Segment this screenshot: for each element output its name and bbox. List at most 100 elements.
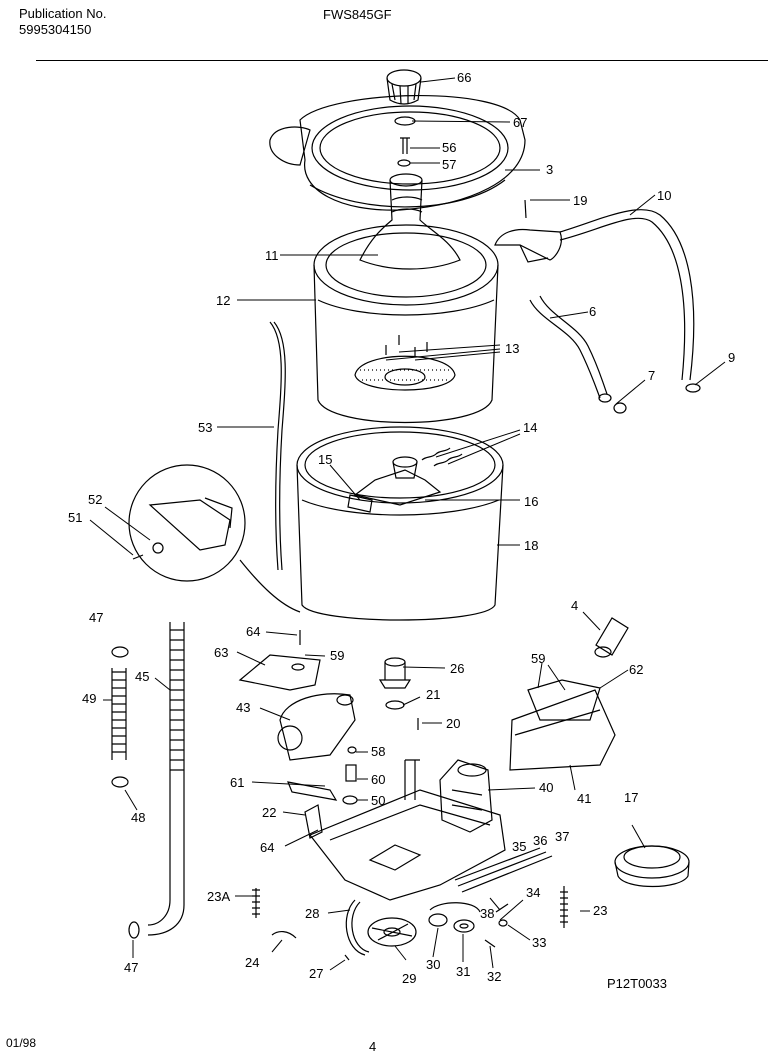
drain-hose-6: [529, 295, 627, 414]
pressure-tube: [269, 321, 286, 571]
part-24: [271, 931, 297, 939]
springs-14: [421, 447, 463, 467]
callout-19: 19: [573, 193, 587, 208]
callout-11: 11: [265, 248, 279, 263]
page-number: 4: [369, 1039, 377, 1054]
callout-34: 34: [526, 885, 540, 900]
brake-30: [428, 902, 481, 927]
bracket-63: [238, 654, 321, 691]
callout-63: 63: [214, 645, 228, 660]
washer-21: [385, 700, 405, 710]
callout-29: 29: [402, 971, 416, 986]
drain-hose-45: [147, 622, 185, 936]
fill-hose: [559, 209, 701, 393]
callout-26: 26: [450, 661, 464, 676]
callout-35: 35: [512, 839, 526, 854]
callout-58: 58: [371, 744, 385, 759]
callout-49: 49: [82, 691, 96, 706]
callout-21: 21: [426, 687, 440, 702]
callout-62: 62: [629, 662, 643, 677]
callout-23: 23: [593, 903, 607, 918]
motor-40: [439, 759, 493, 833]
callout-38: 38: [480, 906, 494, 921]
pulley-17: [614, 845, 690, 888]
callout-12: 12: [216, 293, 230, 308]
callout-24: 24: [245, 955, 259, 970]
spring-23: [560, 886, 568, 928]
tub-cover: [269, 95, 526, 211]
callout-13: 13: [505, 341, 519, 356]
publication-number: 5995304150: [19, 22, 92, 37]
pump-43: [277, 693, 356, 761]
model-number: FWS845GF: [323, 7, 392, 22]
cover-41: [509, 689, 616, 771]
leader-lines: [89, 77, 726, 971]
callout-10: 10: [657, 188, 671, 203]
callout-45: 45: [135, 669, 149, 684]
callout-28: 28: [305, 906, 319, 921]
tub-gasket-assembly: [353, 456, 442, 506]
callout-4: 4: [571, 598, 578, 613]
callout-41: 41: [577, 791, 591, 806]
callout-9: 9: [728, 350, 735, 365]
callout-3: 3: [546, 162, 553, 177]
callout-61: 61: [230, 775, 244, 790]
callout-17: 17: [624, 790, 638, 805]
rods-35-37: [454, 847, 553, 893]
screw-51: [132, 554, 144, 560]
bearing-26: [378, 657, 412, 689]
outer-tub: [296, 426, 504, 621]
bracket-22: [304, 804, 323, 839]
spring-23A: [252, 888, 260, 918]
callout-27: 27: [309, 966, 323, 981]
part-58: [347, 746, 357, 754]
callout-36: 36: [533, 833, 547, 848]
inlet-valve: [494, 199, 562, 263]
callout-16: 16: [524, 494, 538, 509]
belt-28: [345, 899, 370, 956]
bracket-62: [527, 679, 601, 721]
part-33: [498, 919, 508, 927]
detail-circle: [128, 464, 301, 613]
clamp-48: [111, 776, 129, 788]
callout-64-top: 64: [246, 624, 260, 639]
link-61: [287, 781, 338, 801]
part-34: [495, 903, 509, 913]
callout-32: 32: [487, 969, 501, 984]
callout-7: 7: [648, 368, 655, 383]
callout-30: 30: [426, 957, 440, 972]
callout-43: 43: [236, 700, 250, 715]
part-31: [453, 919, 475, 933]
base-plate: [309, 759, 506, 901]
callout-23A: 23A: [207, 889, 230, 904]
callout-20: 20: [446, 716, 460, 731]
callout-60: 60: [371, 772, 385, 787]
callout-56: 56: [442, 140, 456, 155]
part-50: [342, 795, 358, 805]
callout-40: 40: [539, 780, 553, 795]
clamp-47-bottom: [128, 921, 140, 939]
callout-labels: 66 67 56 57 3 19 10 11 12 6 13 9 7 53 14…: [68, 70, 735, 986]
callout-64-bottom: 64: [260, 840, 274, 855]
callout-37: 37: [555, 829, 569, 844]
callout-22: 22: [262, 805, 276, 820]
basket-screws: [385, 335, 428, 357]
callout-50: 50: [371, 793, 385, 808]
part-27: [344, 954, 350, 961]
part-32: [484, 939, 496, 948]
hose-49: [111, 668, 127, 760]
callout-33: 33: [532, 935, 546, 950]
callout-14: 14: [523, 420, 537, 435]
callout-51: 51: [68, 510, 82, 525]
spin-basket: [313, 224, 499, 424]
washer-57: [397, 159, 411, 167]
bolt-56: [400, 137, 410, 154]
callout-6: 6: [589, 304, 596, 319]
callout-59-right: 59: [531, 651, 545, 666]
footer-date: 01/98: [6, 1036, 37, 1050]
callout-18: 18: [524, 538, 538, 553]
callout-15: 15: [318, 452, 332, 467]
figure-code: P12T0033: [607, 976, 667, 991]
callout-31: 31: [456, 964, 470, 979]
